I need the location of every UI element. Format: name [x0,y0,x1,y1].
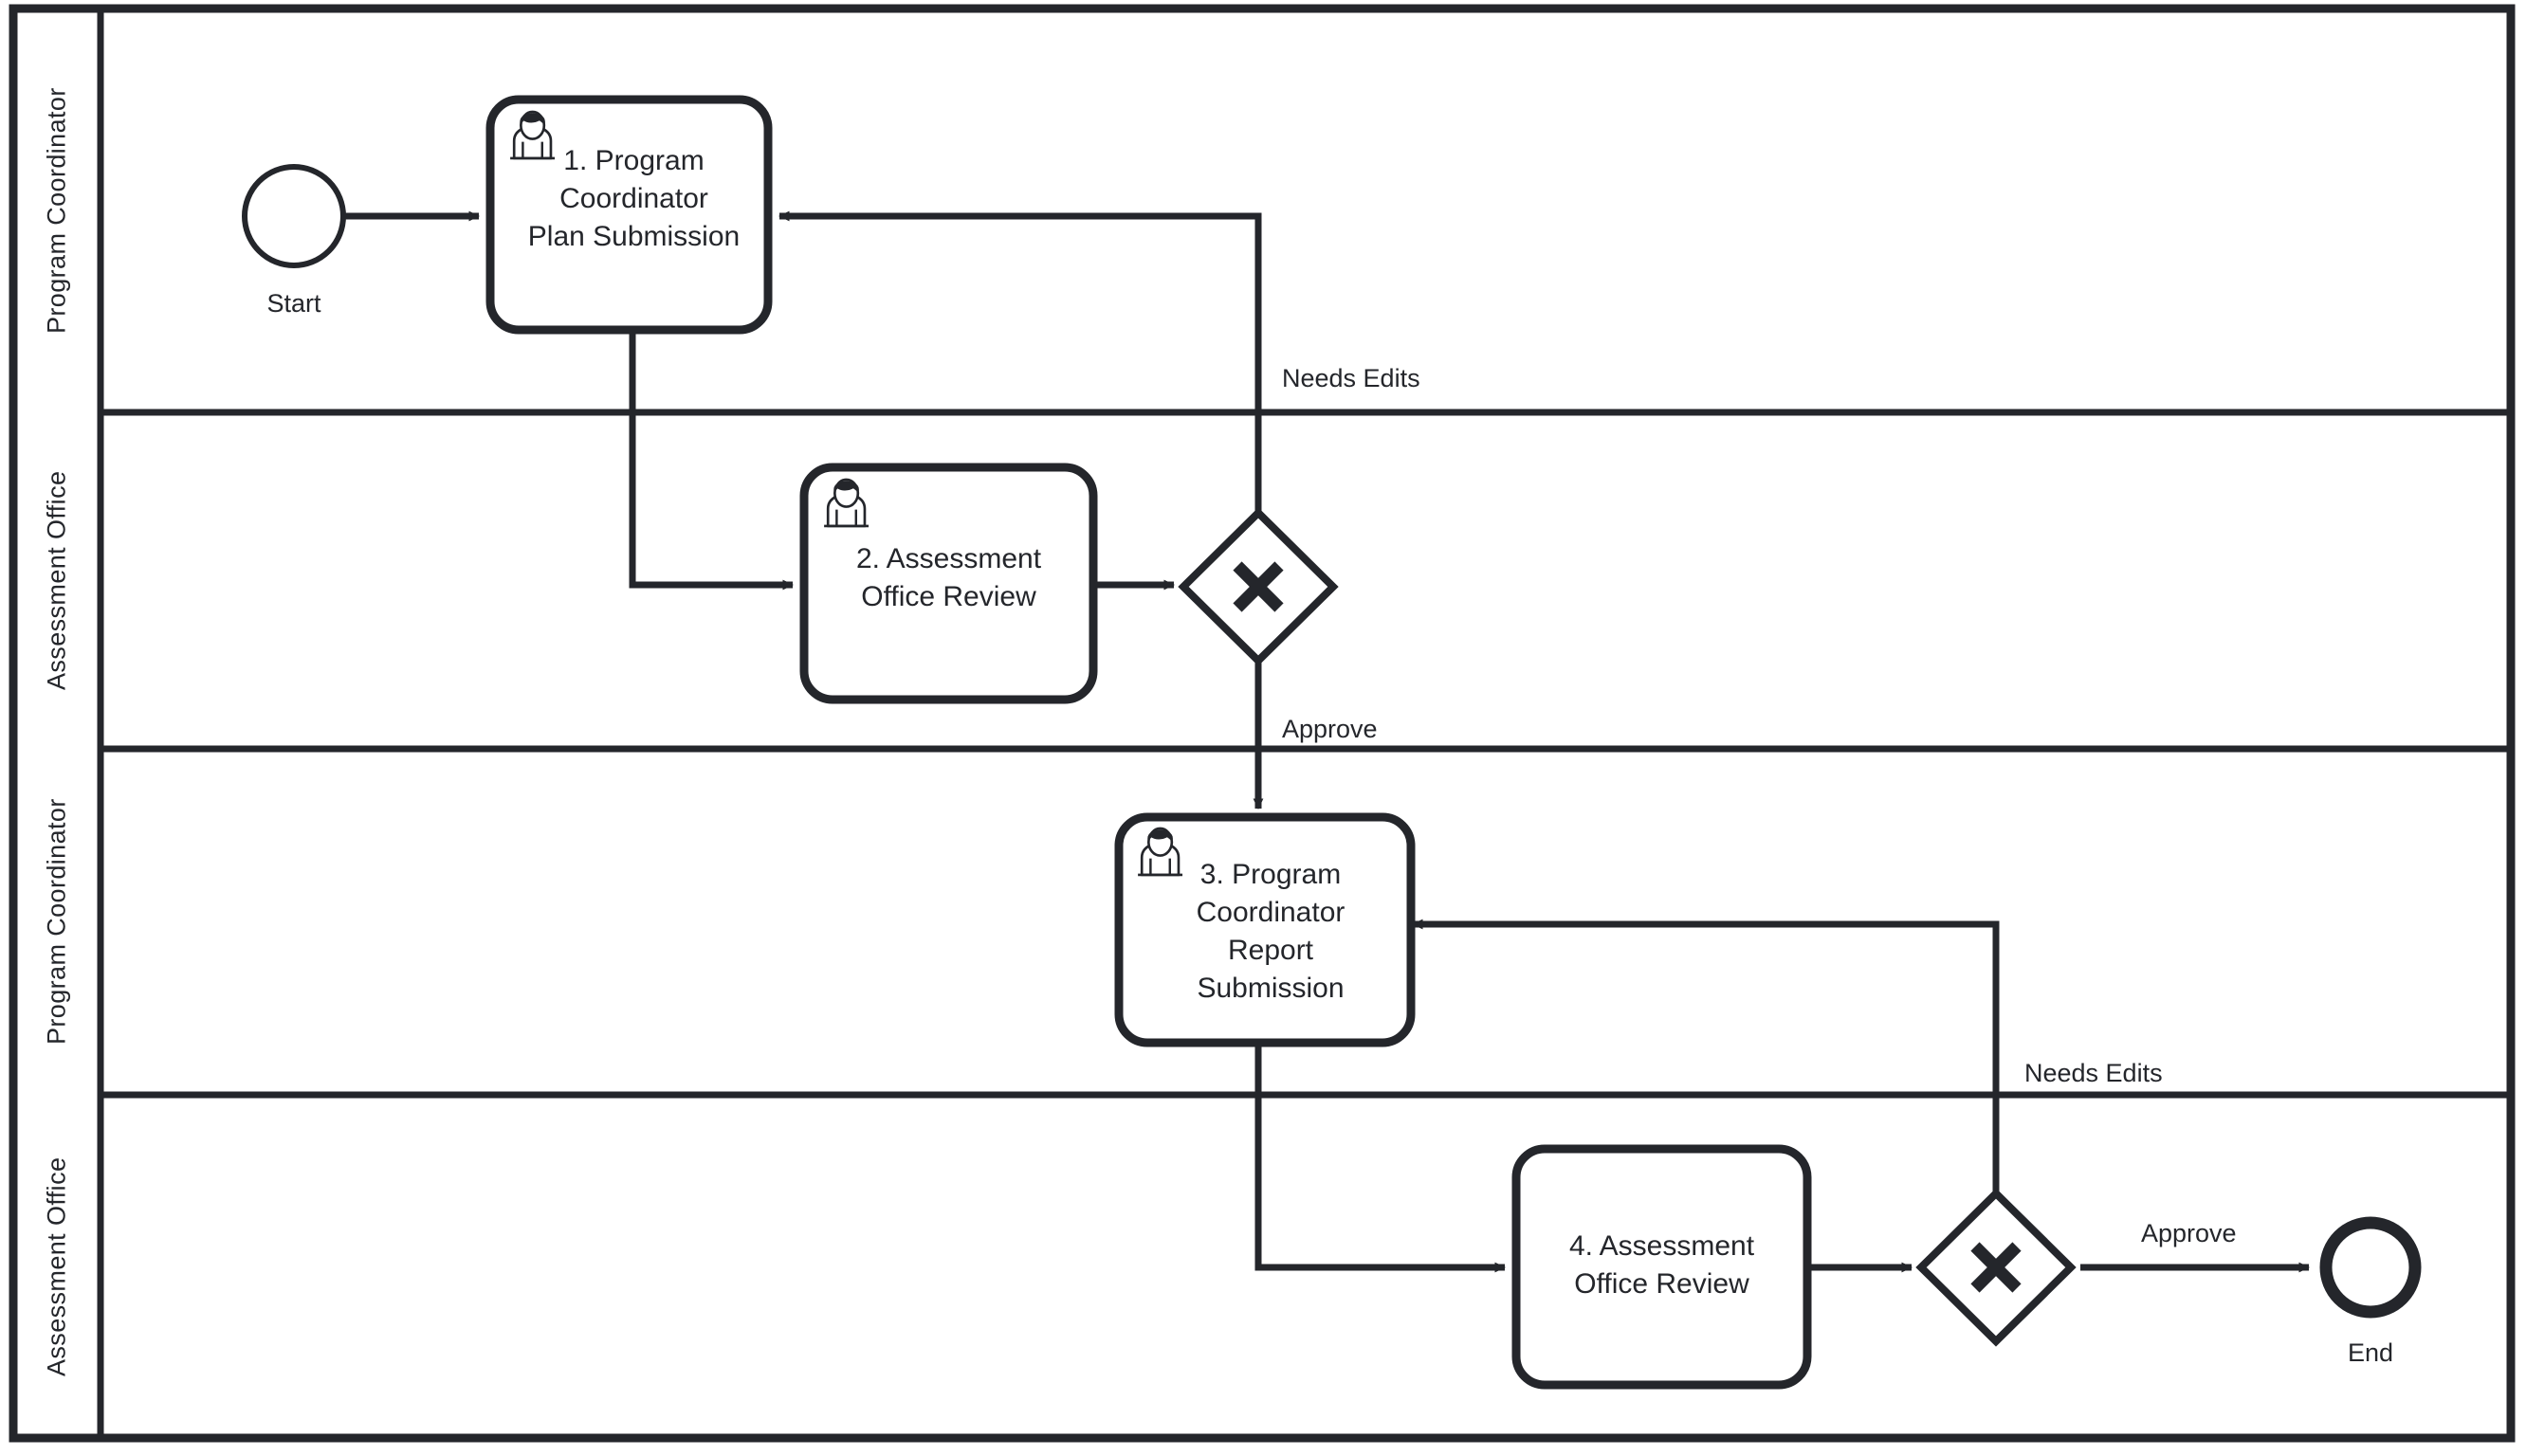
sequence-flows [345,210,2310,1273]
task-1-label: 1. Program Coordinator Plan Submission [527,145,741,252]
lane-label-assessment-office-1: Assessment Office [42,470,71,691]
flow-g1-needs-edits-to-t1 [778,210,1262,512]
task-1-box[interactable] [485,95,773,335]
lane-label-program-coordinator-1: Program Coordinator [42,87,71,334]
exclusive-gateway-1[interactable] [1178,507,1339,666]
start-event-label: Start [266,289,321,318]
task-2-label: 2. Assessment Office Review [855,543,1042,612]
user-task-icon [824,478,869,528]
user-task-icon [510,110,556,160]
gateway-x-marker [1970,1242,2022,1293]
task-2-box[interactable] [799,463,1098,704]
gateway-x-marker [1233,561,1284,612]
lane-label-program-coordinator-2: Program Coordinator [42,798,71,1046]
pool-frame [9,4,2516,1443]
end-event-label: End [2347,1338,2394,1367]
task-3-box[interactable] [1114,812,1416,1047]
task-4-label: 4. Assessment Office Review [1568,1230,1755,1300]
lane-label-assessment-office-2: Assessment Office [42,1156,71,1376]
flow-label-approve-1: Approve [1282,715,1378,743]
lane-separators [101,409,2511,1099]
flow-label-needs-edits-2: Needs Edits [2024,1059,2163,1087]
user-task-icon [1138,827,1183,877]
exclusive-gateway-2[interactable] [1915,1188,2077,1347]
end-event[interactable] [2319,1216,2422,1319]
task-3-label: 3. Program Coordinator Report Submission [1196,859,1345,1004]
flow-g2-needs-edits-to-t3 [1412,919,2000,1194]
start-event[interactable] [242,164,346,268]
flow-t1-to-t2 [629,332,794,591]
task-4-box[interactable] [1511,1144,1812,1390]
flow-label-approve-2: Approve [2141,1219,2237,1247]
flow-label-needs-edits-1: Needs Edits [1282,364,1420,392]
flow-t3-to-t4 [1254,1043,1506,1273]
